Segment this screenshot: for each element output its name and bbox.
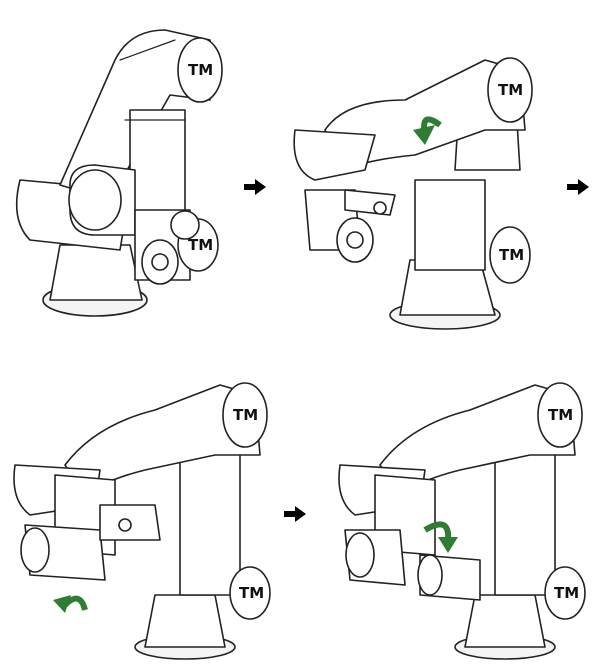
tm-logo-icon: TM (233, 406, 258, 424)
robot-arm-illustration-3: TM TM (13, 382, 271, 660)
robot-step-4: TM TM (330, 355, 595, 660)
tm-logo-icon: TM (499, 246, 524, 264)
tm-logo-icon: TM (188, 61, 213, 79)
tm-logo-icon: TM (548, 406, 573, 424)
rotate-arrow-icon (423, 521, 452, 541)
robot-step-2: TM TM (285, 30, 545, 330)
step-arrow-icon (284, 506, 306, 522)
step-arrow-icon (244, 179, 266, 195)
robot-step-3: TM TM (5, 355, 275, 660)
robot-arm-illustration-1: TM TM (15, 29, 223, 317)
step-arrow-3 (283, 505, 307, 523)
robot-step-1: TM TM (0, 0, 230, 330)
robot-arm-illustration-2: TM TM (293, 57, 533, 330)
tm-logo-icon: TM (239, 584, 264, 602)
tm-logo-icon: TM (188, 236, 213, 254)
robot-arm-illustration-4: TM TM (338, 382, 586, 660)
step-arrow-1 (243, 178, 267, 196)
step-arrow-icon (567, 179, 589, 195)
tm-logo-icon: TM (554, 584, 579, 602)
tm-logo-icon: TM (498, 81, 523, 99)
step-arrow-2 (566, 178, 590, 196)
